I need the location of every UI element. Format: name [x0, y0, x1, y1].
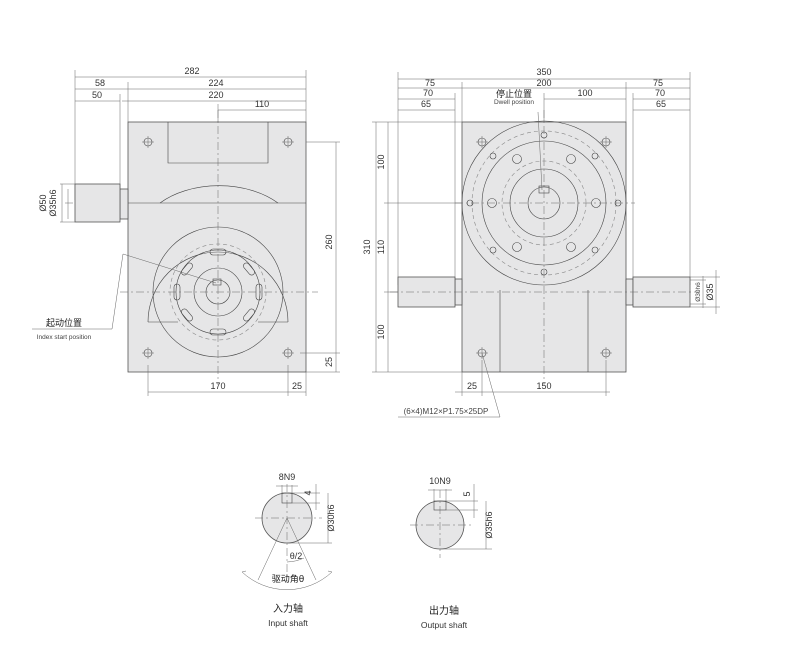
dim-dia30h6: Ø30h6 — [695, 282, 702, 302]
front-housing — [127, 121, 307, 373]
dim-310: 310 — [362, 239, 372, 254]
dwell-label-en: Dwell position — [494, 99, 534, 106]
input-drive-angle: 驱动角θ — [272, 573, 305, 585]
input-shaft-title: 入力轴 — [273, 602, 303, 615]
dim-25-right: 25 — [324, 357, 334, 367]
index-start-label-en: Index start position — [37, 334, 92, 341]
mounting-hole-icon — [142, 136, 294, 359]
dim-100-top: 100 — [577, 88, 592, 98]
dim-25-side: 25 — [467, 381, 477, 391]
input-shaft-title-en: Input shaft — [268, 618, 308, 628]
output-key-width: 10N9 — [429, 476, 451, 486]
dim-170: 170 — [210, 381, 225, 391]
mounting-hole-icon — [476, 136, 612, 359]
dim-350: 350 — [536, 67, 551, 77]
dim-dia35: Ø35 — [705, 283, 715, 300]
dim-75-left: 75 — [425, 78, 435, 88]
dim-dia50: Ø50 — [38, 194, 48, 211]
dim-220: 220 — [208, 90, 223, 100]
input-dia: Ø30h6 — [326, 504, 336, 531]
dim-100-upper: 100 — [376, 154, 386, 169]
dim-dia35h6: Ø35h6 — [48, 189, 58, 216]
dwell-label: 停止位置 — [496, 88, 532, 100]
input-key-width: 8N9 — [279, 472, 296, 482]
dim-25-bottom: 25 — [292, 381, 302, 391]
dim-75-right: 75 — [653, 78, 663, 88]
output-key-depth: 5 — [462, 491, 472, 496]
dim-70-left: 70 — [423, 88, 433, 98]
index-start-label: 起动位置 — [46, 317, 82, 329]
dim-50: 50 — [92, 90, 102, 100]
dim-110: 110 — [255, 99, 269, 109]
output-shaft-title: 出力轴 — [429, 604, 459, 617]
front-input-shaft — [74, 183, 121, 223]
dim-224: 224 — [208, 78, 223, 88]
output-shaft-title-en: Output shaft — [421, 620, 468, 630]
dim-200: 200 — [536, 78, 551, 88]
input-shaft-section: 8N9 4 Ø30h6 θ/2 驱动角θ 入力轴 Input shaft — [241, 472, 336, 628]
dim-282: 282 — [184, 66, 199, 76]
thread-note: (6×4)M12×P1.75×25DP — [404, 407, 489, 416]
output-shaft-section: 10N9 5 Ø35h6 出力轴 Output shaft — [410, 476, 494, 630]
front-view: 282 58 224 50 220 110 — [32, 66, 340, 396]
output-dia: Ø35h6 — [484, 511, 494, 538]
dim-110: 110 — [376, 240, 386, 254]
dim-58: 58 — [95, 78, 105, 88]
dim-150: 150 — [536, 381, 551, 391]
side-view: 350 75 200 75 70 100 70 65 65 — [362, 67, 720, 418]
input-key-depth: 4 — [303, 490, 313, 495]
dim-100-lower: 100 — [376, 324, 386, 339]
input-half-angle: θ/2 — [290, 551, 303, 561]
dim-65-left: 65 — [421, 99, 431, 109]
dim-260: 260 — [324, 234, 334, 249]
dim-65-right: 65 — [656, 99, 666, 109]
dim-70-right: 70 — [655, 88, 665, 98]
